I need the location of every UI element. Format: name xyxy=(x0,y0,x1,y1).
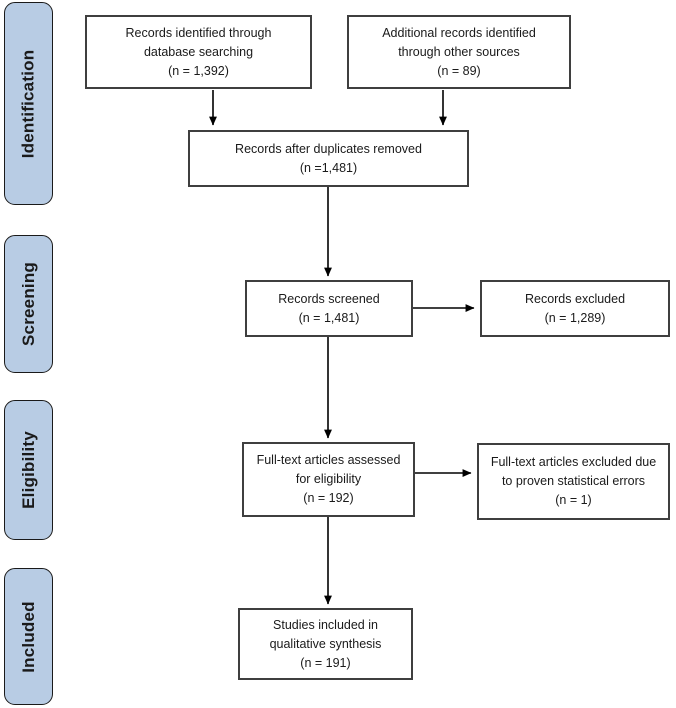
box-text-line: to proven statistical errors xyxy=(501,474,646,488)
box-count: (n = 1,392) xyxy=(168,63,229,78)
box-count: (n = 192) xyxy=(303,491,354,505)
box-additional-records: Additional records identified through ot… xyxy=(347,15,571,89)
box-count: (n =1,481) xyxy=(299,160,358,175)
box-text-line: through other sources xyxy=(398,44,520,59)
stage-label-text: Included xyxy=(18,600,38,673)
box-records-excluded: Records excluded (n = 1,289) xyxy=(480,280,670,337)
box-text-line: Studies included in xyxy=(273,617,378,632)
box-text-line: Full-text articles assessed xyxy=(256,453,401,467)
stage-label-text: Screening xyxy=(18,262,38,346)
stage-label-eligibility: Eligibility xyxy=(4,400,53,540)
box-duplicates-removed: Records after duplicates removed (n =1,4… xyxy=(188,130,469,187)
box-fulltext-assessed: Full-text articles assessed for eligibil… xyxy=(242,442,415,517)
box-text-line: Records identified through xyxy=(125,25,272,40)
stage-label-included: Included xyxy=(4,568,53,705)
stage-label-screening: Screening xyxy=(4,235,53,373)
box-text-line: qualitative synthesis xyxy=(269,636,382,651)
box-count: (n = 1) xyxy=(555,493,592,507)
box-text-line: Full-text articles excluded due xyxy=(490,455,657,469)
box-text-line: Additional records identified xyxy=(382,25,536,40)
box-studies-included: Studies included in qualitative synthesi… xyxy=(238,608,413,680)
stage-label-identification: Identification xyxy=(4,2,53,205)
stage-label-text: Identification xyxy=(18,49,38,158)
box-text-line: for eligibility xyxy=(295,472,362,486)
box-count: (n = 191) xyxy=(300,655,351,670)
box-text-line: Records after duplicates removed xyxy=(235,141,422,156)
box-text-line: database searching xyxy=(143,44,254,59)
box-records-screened: Records screened (n = 1,481) xyxy=(245,280,413,337)
stage-label-text: Eligibility xyxy=(18,431,38,509)
box-count: (n = 1,481) xyxy=(298,310,360,325)
box-text-line: Records screened xyxy=(278,291,380,306)
box-count: (n = 89) xyxy=(437,63,481,78)
box-fulltext-excluded: Full-text articles excluded due to prove… xyxy=(477,443,670,520)
box-text-line: Records excluded xyxy=(524,291,626,306)
box-count: (n = 1,289) xyxy=(544,310,606,325)
box-records-identified: Records identified through database sear… xyxy=(85,15,312,89)
